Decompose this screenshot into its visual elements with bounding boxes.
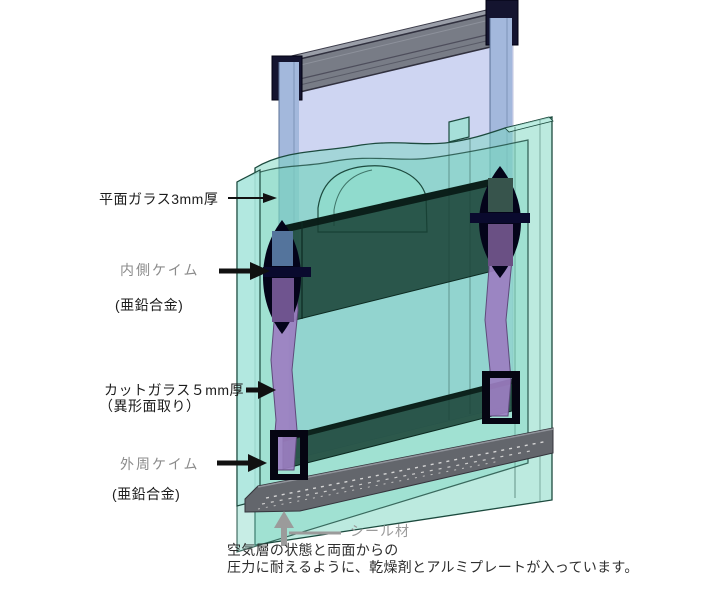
label-outer-came: 外周ケイム: [120, 454, 199, 474]
label-inner-came-text: 内側ケイム: [120, 262, 200, 278]
inner-came-arrow: [219, 262, 270, 280]
label-outer-came-material-text: (亜鉛合金): [112, 486, 181, 502]
label-cut-glass-text: カットガラス５mm厚: [104, 382, 245, 398]
outer-came-arrow: [217, 454, 267, 472]
label-seal: シール材: [350, 521, 410, 541]
label-cut-glass: カットガラス５mm厚: [104, 380, 244, 400]
caption-line2-text: 圧力に耐えるように、乾燥剤とアルミプレートが入っています。: [227, 559, 639, 575]
label-inner-came-material: (亜鉛合金): [115, 295, 183, 315]
label-outer-came-material: (亜鉛合金): [112, 484, 180, 504]
label-cut-glass-sub: （異形面取り）: [99, 396, 201, 416]
outer-came-right: [482, 371, 520, 424]
seal-arrow: [274, 511, 341, 546]
outer-came-left: [270, 430, 308, 480]
caption-line2: 圧力に耐えるように、乾燥剤とアルミプレートが入っています。: [227, 557, 639, 577]
cut-glass-arrow: [246, 381, 276, 399]
inner-came-lens-right: [470, 166, 530, 278]
flat-glass-arrow: [228, 193, 277, 203]
label-cut-glass-sub-text: （異形面取り）: [99, 398, 201, 414]
label-seal-text: シール材: [350, 523, 410, 539]
label-flat-glass: 平面ガラス3mm厚: [99, 189, 218, 209]
label-outer-came-text: 外周ケイム: [120, 456, 200, 472]
inner-came-lens-left: [263, 220, 311, 334]
label-flat-glass-text: 平面ガラス3mm厚: [99, 191, 219, 207]
label-inner-came: 内側ケイム: [120, 260, 199, 280]
caption-line1-text: 空気層の状態と両面からの: [227, 542, 399, 558]
caption-line1: 空気層の状態と両面からの: [227, 540, 399, 560]
seal-bar: [244, 427, 554, 513]
label-inner-came-material-text: (亜鉛合金): [115, 297, 184, 313]
